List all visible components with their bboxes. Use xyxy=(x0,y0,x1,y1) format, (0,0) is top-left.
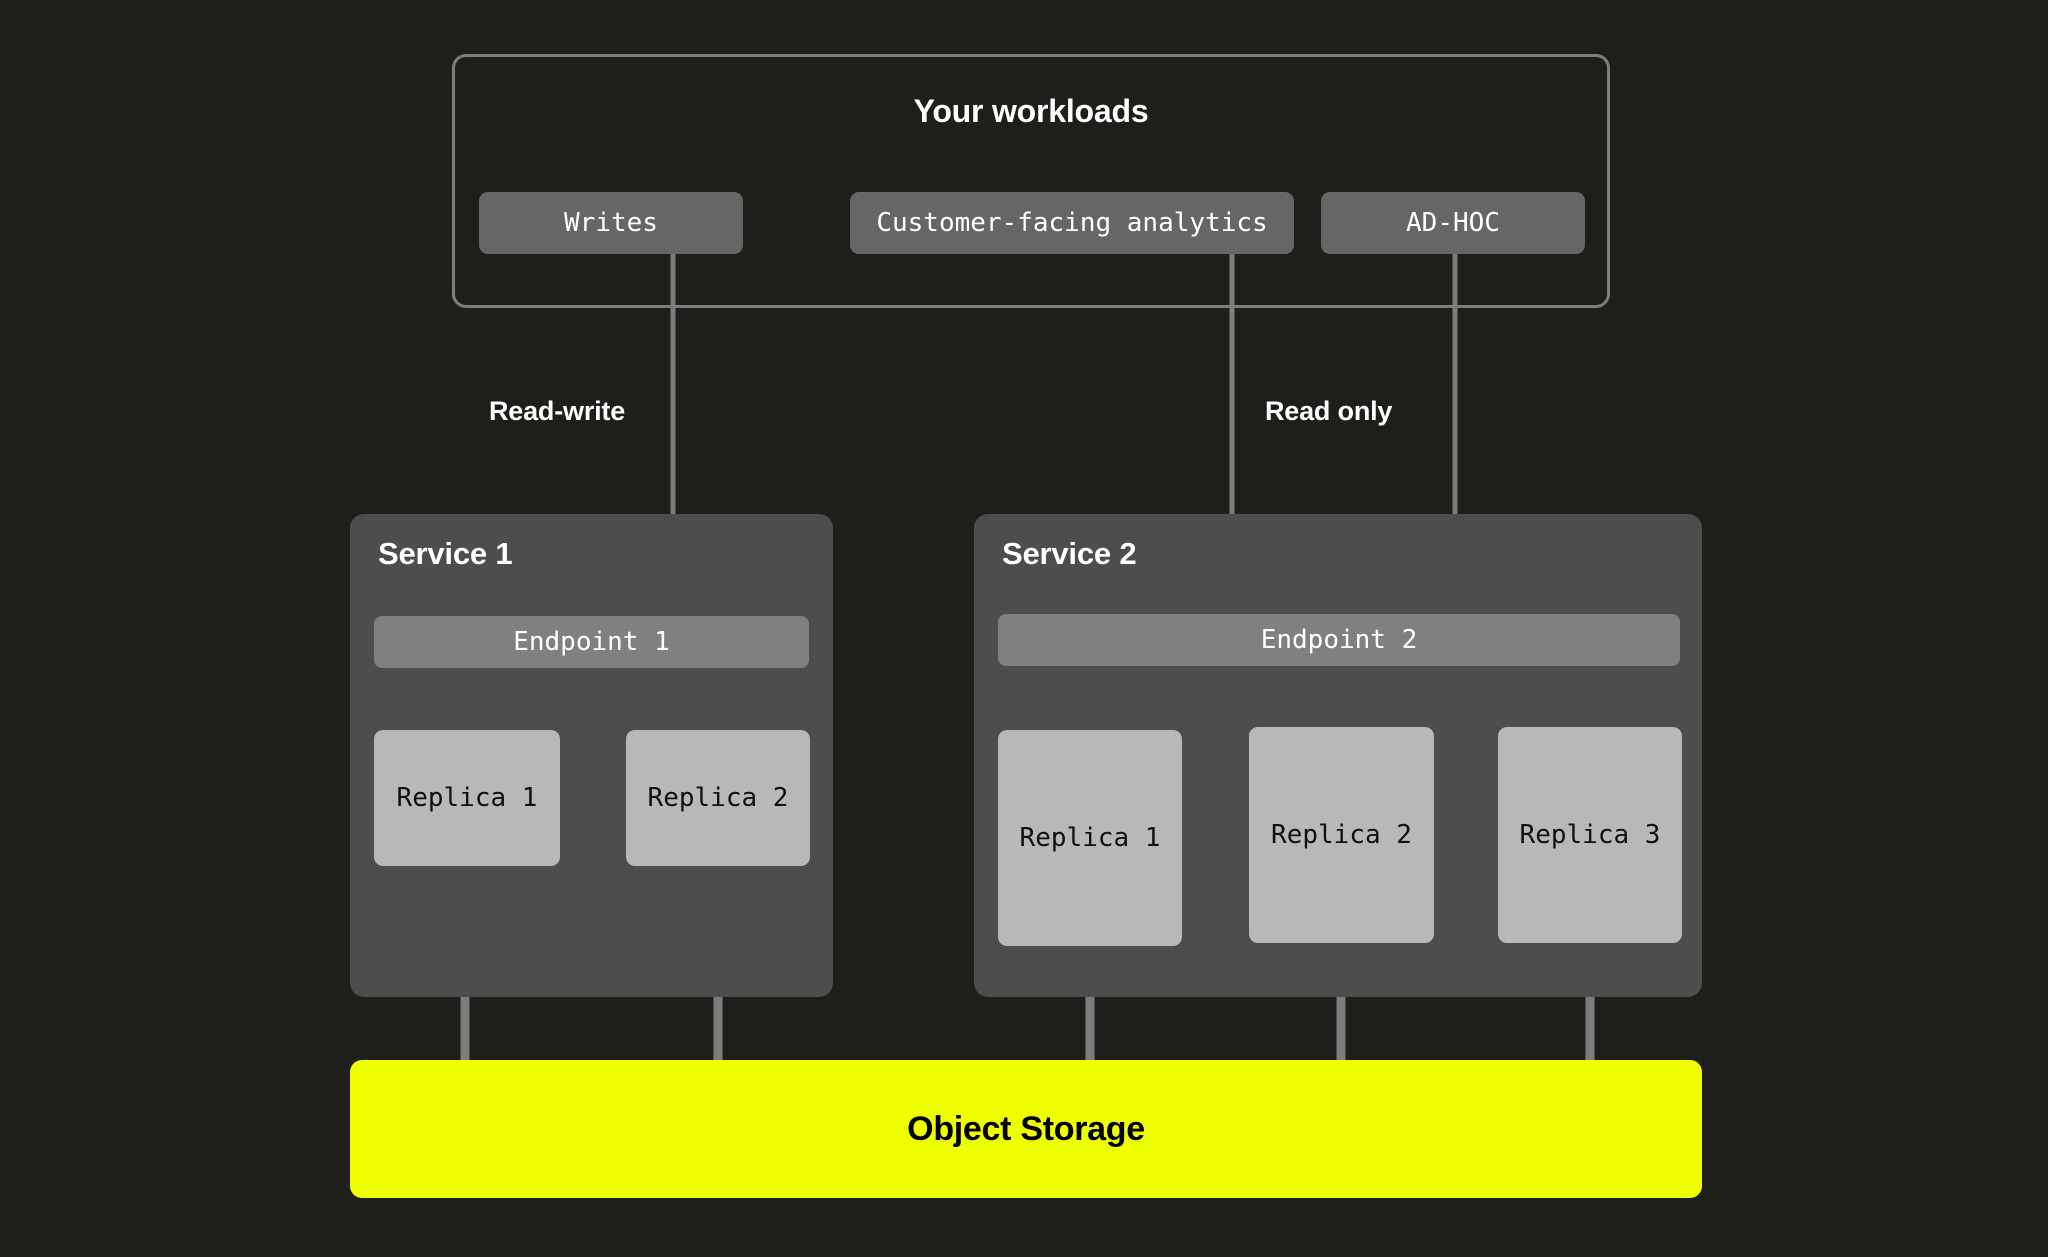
workload-pill-writes[interactable]: Writes xyxy=(479,192,743,254)
service-1-title: Service 1 xyxy=(378,536,513,571)
service-2-replica-1-label: Replica 1 xyxy=(1019,823,1161,853)
workloads-container: Your workloads xyxy=(452,54,1610,308)
service-2-title: Service 2 xyxy=(1002,536,1137,571)
workload-pill-ad-hoc-label: AD-HOC xyxy=(1406,208,1500,238)
endpoint-1-label: Endpoint 1 xyxy=(513,627,670,657)
service-2-replica-2-label: Replica 2 xyxy=(1271,820,1412,850)
object-storage-bar[interactable]: Object Storage xyxy=(350,1060,1702,1198)
endpoint-1[interactable]: Endpoint 1 xyxy=(374,616,809,668)
service-1-replica-2[interactable]: Replica 2 xyxy=(626,730,810,866)
edge-label-read-only: Read only xyxy=(1265,396,1393,426)
service-panel-1: Service 1 Endpoint 1 Replica 1 Replica 2 xyxy=(350,514,833,997)
workload-pill-ad-hoc[interactable]: AD-HOC xyxy=(1321,192,1585,254)
object-storage-label: Object Storage xyxy=(907,1109,1145,1148)
service-2-replica-3-label: Replica 3 xyxy=(1519,820,1661,850)
workload-pill-writes-label: Writes xyxy=(564,208,658,238)
workloads-title: Your workloads xyxy=(913,93,1149,129)
edge-label-read-write: Read-write xyxy=(489,396,626,426)
service-1-replica-1-label: Replica 1 xyxy=(396,783,538,813)
endpoint-2[interactable]: Endpoint 2 xyxy=(998,614,1680,666)
workload-pill-customer-facing-analytics-label: Customer-facing analytics xyxy=(876,208,1268,238)
service-2-replica-2[interactable]: Replica 2 xyxy=(1249,727,1434,943)
service-2-replica-1[interactable]: Replica 1 xyxy=(998,730,1182,946)
service-2-replica-3[interactable]: Replica 3 xyxy=(1498,727,1682,943)
endpoint-2-label: Endpoint 2 xyxy=(1260,625,1418,655)
service-1-replica-2-label: Replica 2 xyxy=(647,783,789,813)
service-1-replica-1[interactable]: Replica 1 xyxy=(374,730,560,866)
service-panel-2: Service 2 Endpoint 2 Replica 1 Replica 2… xyxy=(974,514,1702,997)
workload-pill-customer-facing-analytics[interactable]: Customer-facing analytics xyxy=(850,192,1294,254)
